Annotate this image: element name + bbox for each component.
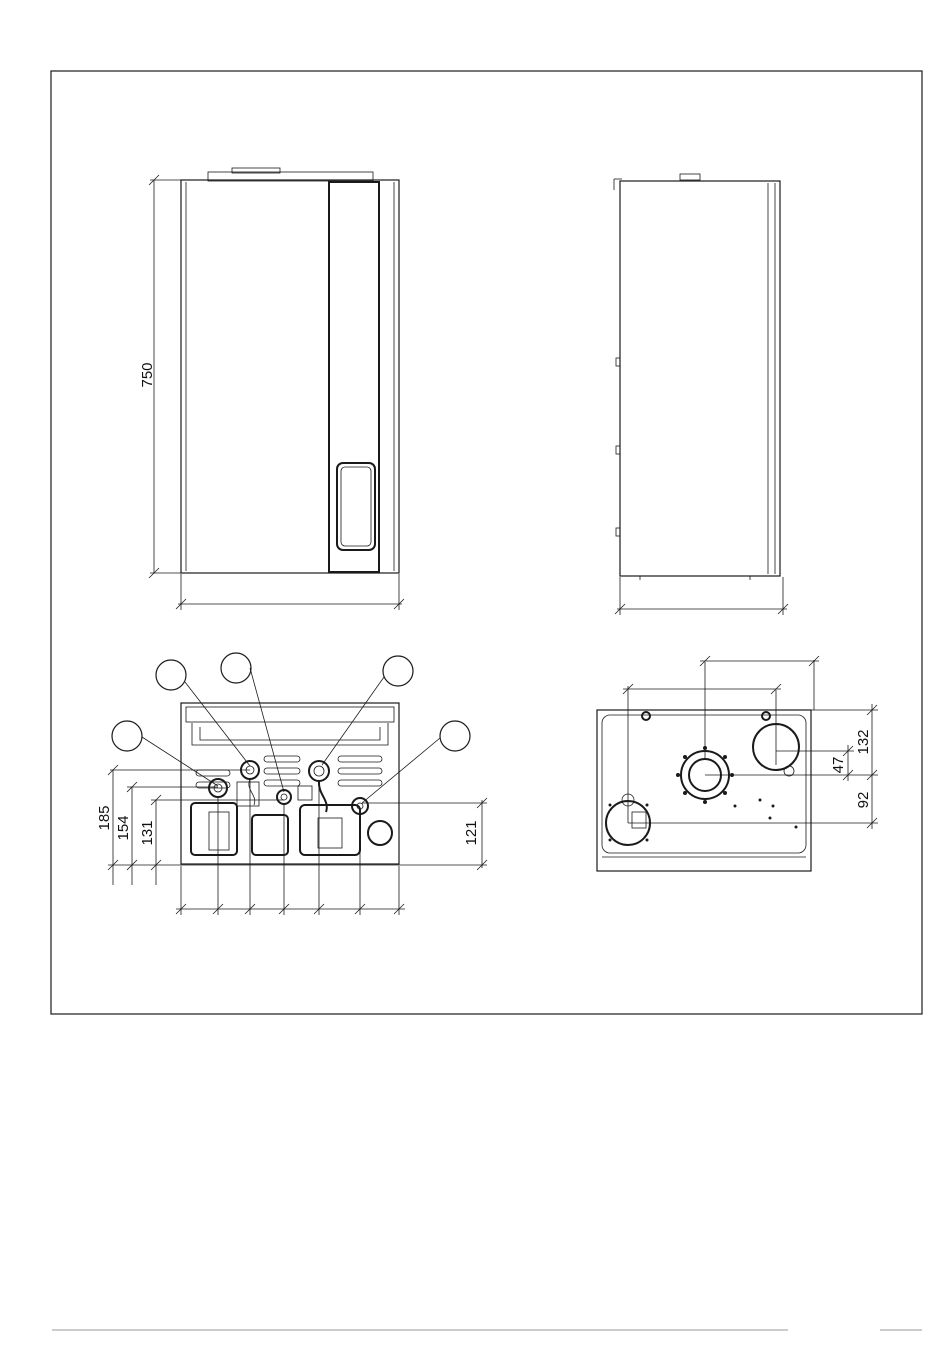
dimension-154-label: 154: [115, 815, 132, 840]
dimension-121-label: 121: [463, 820, 480, 845]
connection-fitting-4: [309, 761, 329, 781]
display-window: [337, 463, 375, 550]
callout-balloon-d: [112, 721, 142, 751]
callout-balloon-e: [440, 721, 470, 751]
side-view: [614, 174, 788, 615]
drawing-frame: [51, 71, 922, 1014]
callout-balloon-a: [156, 660, 186, 690]
dimension-185-label: 185: [96, 805, 113, 830]
callout-balloon-b: [221, 653, 251, 683]
dimension-131-label: 131: [139, 820, 156, 845]
front-view: 750: [139, 168, 404, 610]
screw-points: [609, 746, 798, 842]
vent-slots: [196, 756, 382, 788]
callout-balloon-c: [383, 656, 413, 686]
dimension-92-label: 92: [855, 792, 872, 809]
bottom-view-connections: 185 154 131 121: [96, 653, 487, 915]
top-view-flue: 132 47 92: [597, 656, 878, 871]
dimension-132-label: 132: [855, 729, 872, 754]
dimension-750-label: 750: [139, 362, 156, 387]
dimension-47-label: 47: [830, 757, 847, 774]
connection-fitting-3: [277, 790, 291, 804]
